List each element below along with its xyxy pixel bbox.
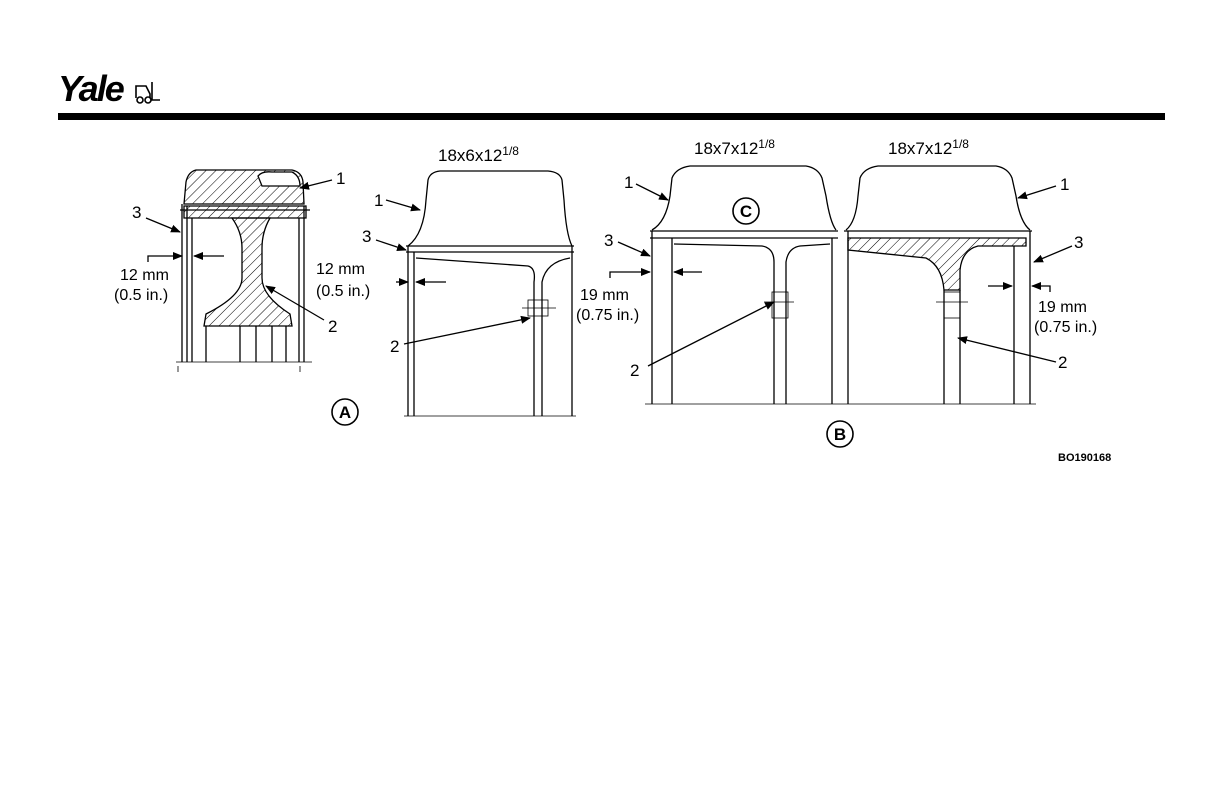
size-b1-base: 18x7x12 xyxy=(694,139,758,158)
svg-text:18x6x121/8: 18x6x121/8 xyxy=(438,144,519,165)
callout-3-a-section: 3 xyxy=(132,203,141,222)
view-a-label: A xyxy=(339,403,351,422)
dim-19mm-b-left: 19 mm xyxy=(580,287,629,304)
size-b2-frac: 1/8 xyxy=(952,137,969,151)
callout-3-b-left: 3 xyxy=(604,231,613,250)
view-a-outline xyxy=(404,171,576,416)
dim-05in-a-outline: (0.5 in.) xyxy=(316,283,370,300)
size-b1-frac: 1/8 xyxy=(758,137,775,151)
callout-1-a-outline: 1 xyxy=(374,191,383,210)
dim-12mm-a-outline: 12 mm xyxy=(316,261,365,278)
view-b-label: B xyxy=(834,425,846,444)
callout-3-b-right: 3 xyxy=(1074,233,1083,252)
size-a-base: 18x6x12 xyxy=(438,146,502,165)
callout-3-a-outline: 3 xyxy=(362,227,371,246)
view-b-badge: B xyxy=(827,421,853,447)
callout-1-b-right: 1 xyxy=(1060,175,1069,194)
callout-2-b-right: 2 xyxy=(1058,353,1067,372)
size-label-a: 18x6x121/8 xyxy=(438,144,519,165)
svg-text:18x7x121/8: 18x7x121/8 xyxy=(694,137,775,158)
callout-2-a-section: 2 xyxy=(328,317,337,336)
callout-2-a-outline: 2 xyxy=(390,337,399,356)
dim-075in-b-right: (0.75 in.) xyxy=(1034,319,1097,336)
size-label-b2: 18x7x121/8 xyxy=(888,137,969,158)
size-b2-base: 18x7x12 xyxy=(888,139,952,158)
callout-1-a-section: 1 xyxy=(336,169,345,188)
size-label-b1: 18x7x121/8 xyxy=(694,137,775,158)
dim-12mm-a-section: 12 mm xyxy=(120,267,169,284)
callout-1-b-left: 1 xyxy=(624,173,633,192)
callout-2-b-left: 2 xyxy=(630,361,639,380)
view-c-label: C xyxy=(740,202,752,221)
figure-code: BO190168 xyxy=(1058,452,1111,464)
size-a-frac: 1/8 xyxy=(502,144,519,158)
dim-19mm-b-right: 19 mm xyxy=(1038,299,1087,316)
view-a-section xyxy=(176,170,312,372)
view-a-badge: A xyxy=(332,399,358,425)
svg-text:18x7x121/8: 18x7x121/8 xyxy=(888,137,969,158)
dim-05in-a-section: (0.5 in.) xyxy=(114,287,168,304)
view-c-badge: C xyxy=(733,198,759,224)
view-b-right-tire xyxy=(842,166,1036,404)
dim-075in-b-left: (0.75 in.) xyxy=(576,307,639,324)
